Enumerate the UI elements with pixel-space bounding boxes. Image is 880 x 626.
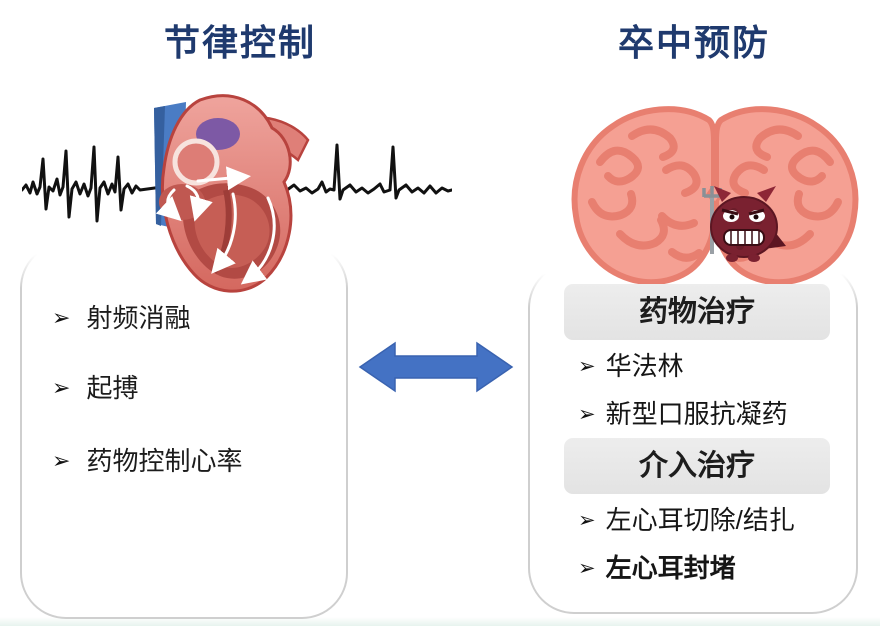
arrow-bullet-icon: ➢ [578,402,596,426]
double-arrow-icon [358,341,514,393]
left-title: 节律控制 [163,22,316,63]
arrow-bullet-icon: ➢ [578,354,596,378]
list-item-label: 药物控制心率 [86,446,243,476]
arrow-bullet-icon: ➢ [578,556,596,580]
arrow-bullet-icon: ➢ [52,305,71,330]
list-item: ➢ 新型口服抗凝药 [578,397,788,431]
list-item-label: 左心耳封堵 [605,553,736,583]
heart-illustration [154,94,310,293]
list-item-label: 新型口服抗凝药 [605,399,788,429]
group-header-interventional-therapy: 介入治疗 [564,438,830,494]
list-item-label: 左心耳切除/结扎 [605,505,795,535]
list-item: ➢ 左心耳切除/结扎 [578,503,795,537]
list-item-label: 射频消融 [86,303,191,333]
rhythm-control-panel [20,242,348,619]
arrow-bullet-icon: ➢ [52,375,71,400]
list-item: ➢ 华法林 [578,349,684,383]
arrow-bullet-icon: ➢ [578,508,596,532]
list-item-label: 华法林 [605,351,684,381]
group-header-drug-therapy: 药物治疗 [564,284,830,340]
stroke-devil-icon [702,186,786,262]
right-title: 卒中预防 [617,22,770,63]
list-item: ➢ 射频消融 [52,301,190,335]
list-item: ➢ 药物控制心率 [52,444,242,478]
arrow-bullet-icon: ➢ [52,448,71,473]
list-item: ➢ 左心耳封堵 [578,551,736,585]
brain-illustration [571,106,859,286]
bottom-mint-strip [0,617,880,626]
list-item-label: 起搏 [86,373,139,403]
list-item: ➢ 起搏 [52,371,138,405]
